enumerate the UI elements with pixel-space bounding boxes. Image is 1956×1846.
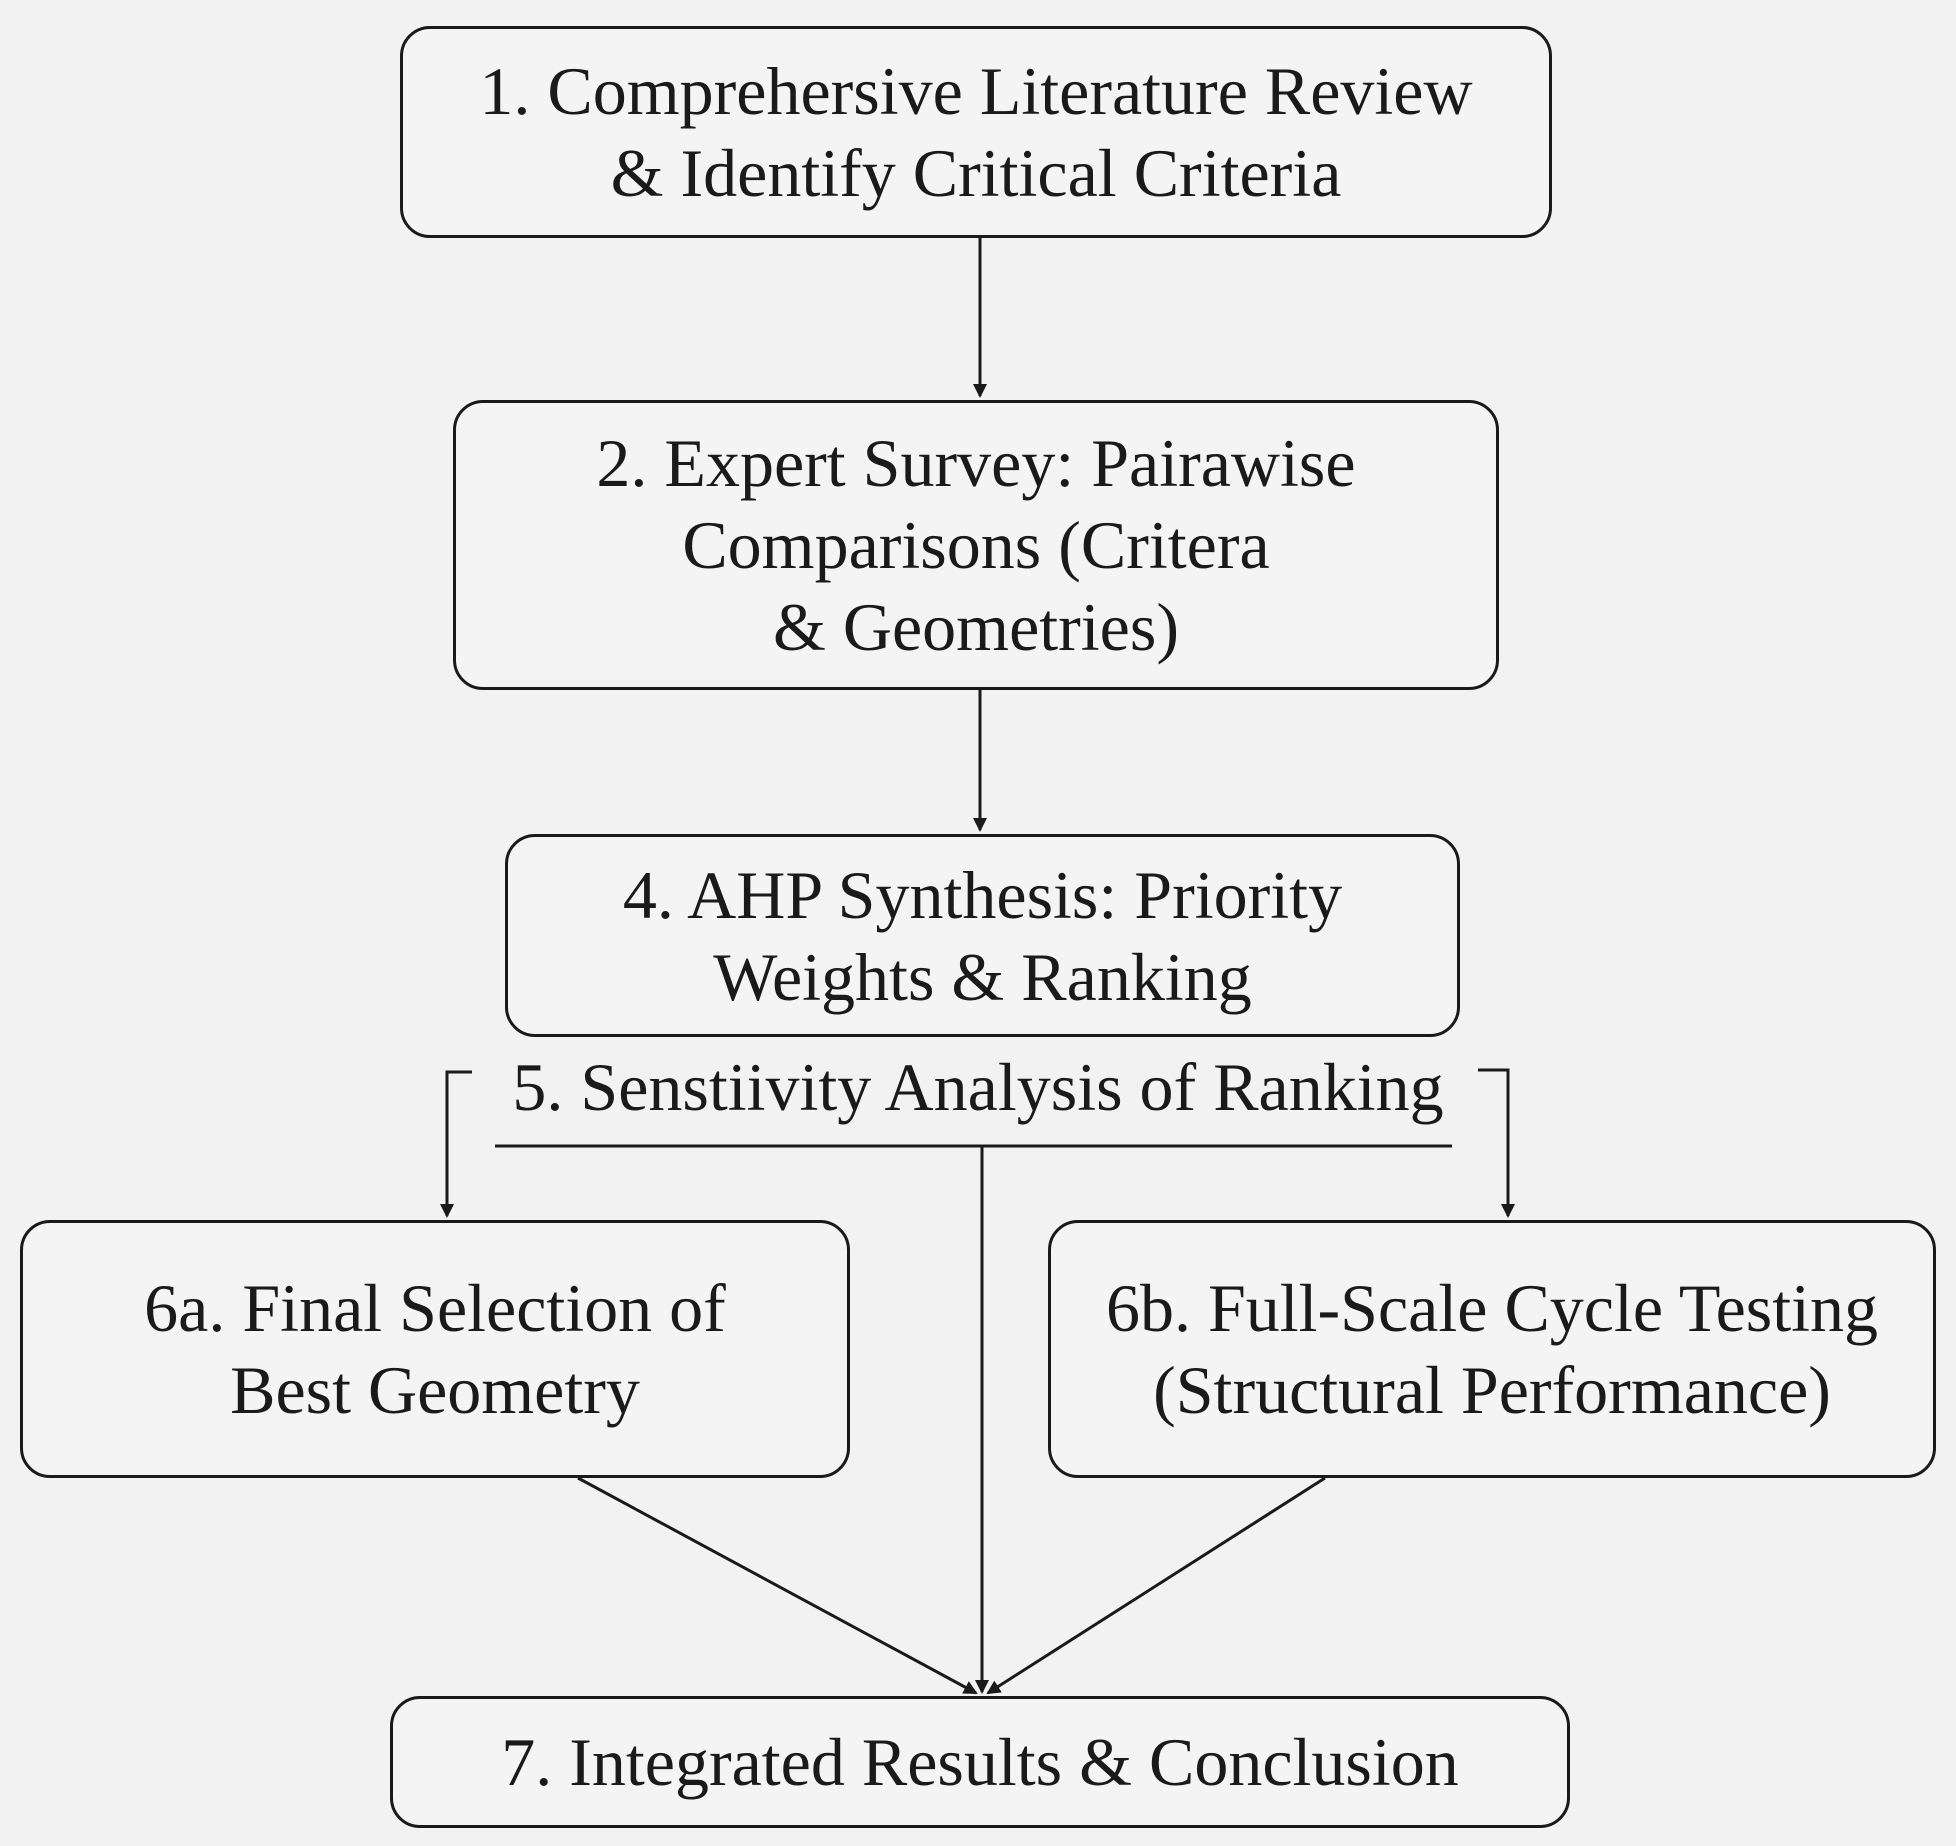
step4-line-1: 4. AHP Synthesis: Priority (622, 856, 1343, 933)
step6a-line-1: 6a. Final Selection of (144, 1270, 726, 1346)
step2-line-1: 2. Expert Survey: Pairawise (596, 425, 1356, 501)
step2-line-2: Comparisons (Critera (682, 507, 1270, 583)
step7-line-1: 7. Integrated Results & Conclusion (501, 1724, 1459, 1800)
step1-box: 1. Comprehersive Literature Review & Ide… (400, 26, 1552, 238)
step1-line-2: & Identify Critical Criteria (610, 135, 1342, 211)
step6b-line-2: (Structural Performance) (1153, 1352, 1831, 1428)
step2-line-3: & Geometries) (773, 589, 1179, 665)
step4-box: 4. AHP Synthesis: Priority Weights & Ran… (505, 834, 1460, 1037)
arrow-step6b-to-step7 (986, 1476, 1326, 1695)
step6a-box: 6a. Final Selection of Best Geometry (20, 1220, 850, 1478)
step5-label: 5. Senstiivity Analysis of Ranking (512, 1049, 1444, 1125)
step7-box: 7. Integrated Results & Conclusion (390, 1696, 1570, 1828)
step6b-line-1: 6b. Full-Scale Cycle Testing (1105, 1270, 1879, 1346)
arrow-step6a-to-step7 (577, 1476, 978, 1695)
step2-box: 2. Expert Survey: Pairawise Comparisons … (453, 400, 1499, 690)
step6a-line-2: Best Geometry (230, 1352, 640, 1428)
step4-line-2: Weights & Ranking (713, 938, 1252, 1015)
step1-line-1: 1. Comprehersive Literature Review (479, 53, 1473, 129)
step6b-box: 6b. Full-Scale Cycle Testing (Structural… (1048, 1220, 1936, 1478)
